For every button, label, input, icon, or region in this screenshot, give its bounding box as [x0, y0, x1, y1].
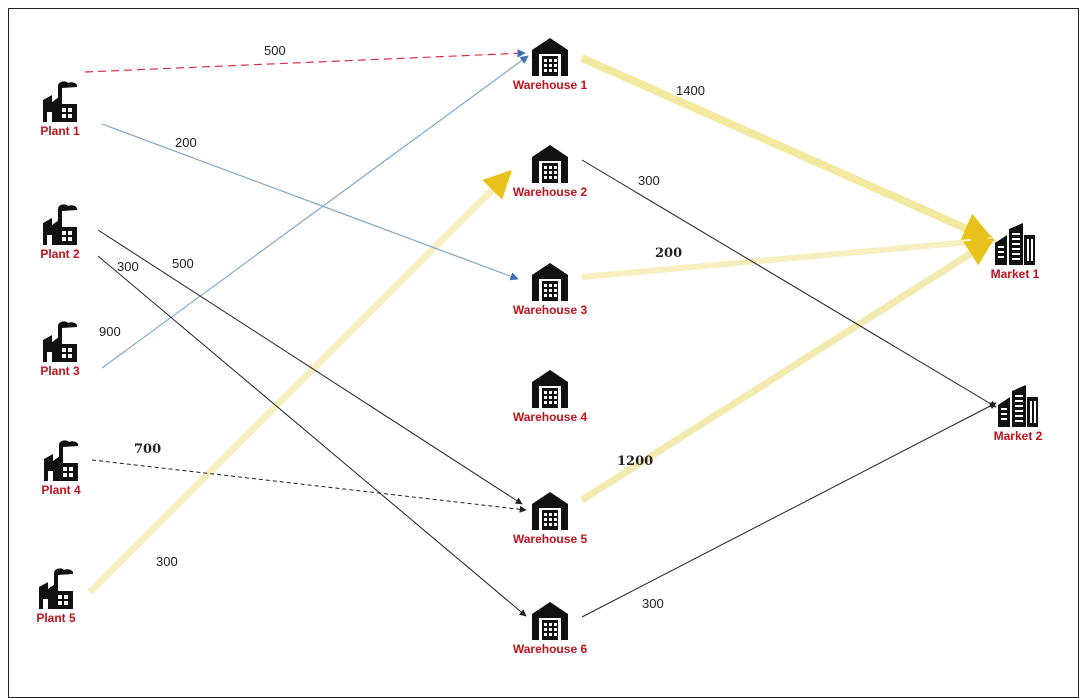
warehouse-4-label: Warehouse 4 [512, 410, 588, 424]
plant-2-label: Plant 2 [40, 247, 80, 261]
flow-warehouse5-market1 [580, 237, 995, 503]
warehouse-5-label: Warehouse 5 [512, 532, 588, 546]
flow-plant1-warehouse1 [84, 49, 526, 73]
flow-plant5-warehouse2 [87, 169, 513, 595]
warehouse-icon [530, 143, 570, 183]
flow-label-warehouse3-market1: 200 [655, 246, 683, 261]
market-1-node: Market 1 [960, 221, 1070, 281]
flow-label-plant4-warehouse5: 700 [134, 442, 162, 457]
factory-icon [36, 565, 76, 609]
warehouse-icon [530, 261, 570, 301]
factory-icon [41, 437, 81, 481]
flow-label-plant1-warehouse1: 500 [264, 43, 286, 58]
warehouse-5-node: Warehouse 5 [495, 490, 605, 546]
plant-4-node: Plant 4 [6, 437, 116, 497]
market-1-label: Market 1 [990, 267, 1040, 281]
plant-1-node: Plant 1 [5, 78, 115, 138]
market-2-label: Market 2 [993, 429, 1043, 443]
flow-warehouse6-market2 [581, 402, 997, 618]
warehouse-3-node: Warehouse 3 [495, 261, 605, 317]
flow-label-plant3-warehouse1: 900 [99, 324, 121, 339]
plant-2-node: Plant 2 [5, 201, 115, 261]
warehouse-icon [530, 36, 570, 76]
flow-plant1-warehouse3 [101, 123, 519, 281]
plant-4-label: Plant 4 [41, 483, 81, 497]
flow-label-warehouse6-market2: 300 [642, 596, 664, 611]
flow-label-warehouse2-market2: 300 [638, 173, 660, 188]
flow-label-warehouse1-market1: 1400 [676, 83, 705, 98]
factory-icon [40, 201, 80, 245]
plant-5-node: Plant 5 [1, 565, 111, 625]
warehouse-1-label: Warehouse 1 [512, 78, 588, 92]
plant-3-label: Plant 3 [40, 364, 80, 378]
warehouse-2-label: Warehouse 2 [512, 185, 588, 199]
flow-label-plant2-warehouse6: 300 [117, 259, 139, 274]
flow-label-plant1-warehouse3: 200 [175, 135, 197, 150]
warehouse-2-node: Warehouse 2 [495, 143, 605, 199]
flow-plant2-warehouse6 [97, 255, 527, 617]
warehouse-icon [530, 368, 570, 408]
factory-icon [40, 318, 80, 362]
plant-3-node: Plant 3 [5, 318, 115, 378]
warehouse-1-node: Warehouse 1 [495, 36, 605, 92]
warehouse-4-node: Warehouse 4 [495, 368, 605, 424]
flow-plant4-warehouse5 [91, 459, 527, 513]
plant-5-label: Plant 5 [36, 611, 76, 625]
flow-label-warehouse5-market1: 1200 [617, 454, 654, 469]
flow-label-plant5-warehouse2: 300 [156, 554, 178, 569]
warehouse-6-node: Warehouse 6 [495, 600, 605, 656]
plant-1-label: Plant 1 [40, 124, 80, 138]
warehouse-icon [530, 600, 570, 640]
flow-plant3-warehouse1 [101, 55, 529, 369]
flow-warehouse3-market1 [581, 229, 995, 280]
flow-warehouse2-market2 [581, 159, 997, 408]
market-2-node: Market 2 [963, 383, 1073, 443]
warehouse-3-label: Warehouse 3 [512, 303, 588, 317]
warehouse-icon [530, 490, 570, 530]
flow-warehouse1-market1 [580, 54, 995, 244]
office-building-icon [996, 383, 1040, 427]
factory-icon [40, 78, 80, 122]
flow-label-plant2-warehouse5: 500 [172, 256, 194, 271]
flow-plant2-warehouse5 [97, 229, 523, 505]
office-building-icon [993, 221, 1037, 265]
warehouse-6-label: Warehouse 6 [512, 642, 588, 656]
